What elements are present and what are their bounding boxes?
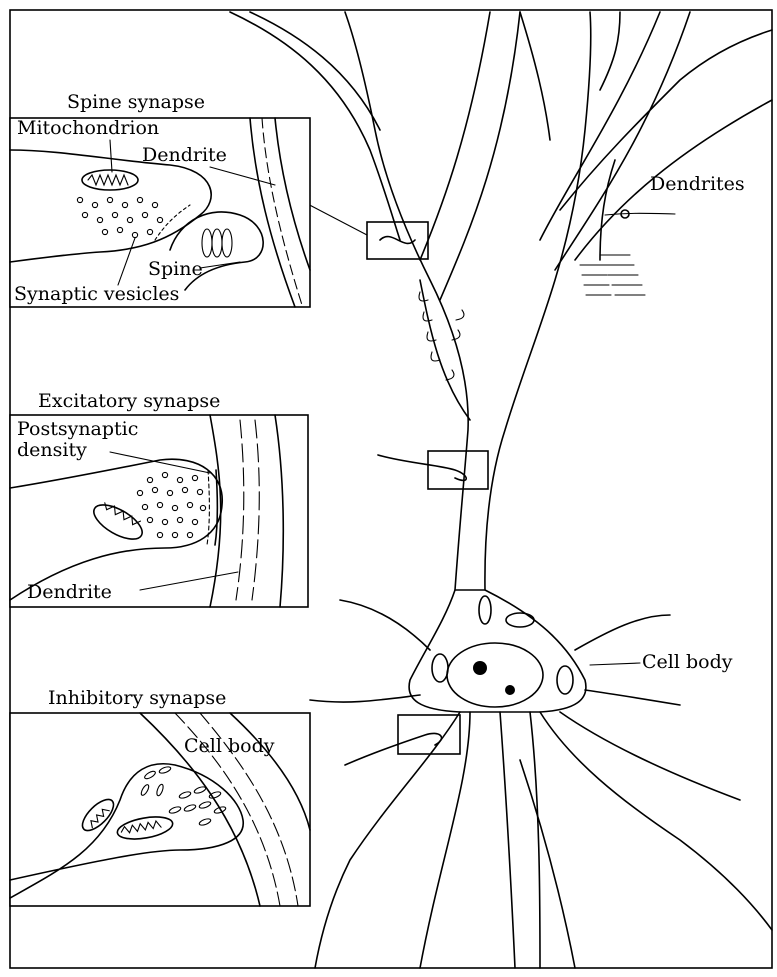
synaptic-vesicles-label: Synaptic vesicles	[14, 283, 179, 305]
neuron-cell-body-label: Cell body	[642, 651, 733, 673]
excitatory-synapse-marker	[428, 451, 488, 489]
dendrite-label: Dendrite	[142, 144, 227, 166]
apical-dendrite-right	[485, 12, 591, 590]
excitatory-synapse-title: Excitatory synapse	[38, 390, 220, 412]
spine-synapse-title: Spine synapse	[67, 91, 205, 113]
spine-label: Spine	[148, 258, 203, 280]
postsynaptic-density-label-1: Postsynaptic	[17, 418, 138, 440]
inhibitory-cell-body-label: Cell body	[184, 735, 275, 757]
excitatory-synapse-inset: Excitatory synapse Postsynaptic density …	[10, 390, 308, 607]
apical-dendrite	[345, 12, 468, 590]
inhibitory-synapse-inset: Inhibitory synapse Cell body	[10, 687, 310, 906]
cell-body-outline	[409, 590, 586, 712]
excitatory-dendrite-label: Dendrite	[27, 581, 112, 603]
nucleus	[447, 643, 543, 707]
dendrites-label: Dendrites	[650, 173, 745, 195]
neuron	[230, 12, 772, 968]
postsynaptic-density-label-2: density	[17, 439, 87, 461]
axon	[530, 712, 540, 968]
inhibitory-synapse-title: Inhibitory synapse	[48, 687, 226, 709]
spine-synapse-inset: Spine synapse Mitochondrion Dendrite Spi…	[10, 91, 310, 307]
mitochondrion-label: Mitochondrion	[17, 117, 159, 139]
